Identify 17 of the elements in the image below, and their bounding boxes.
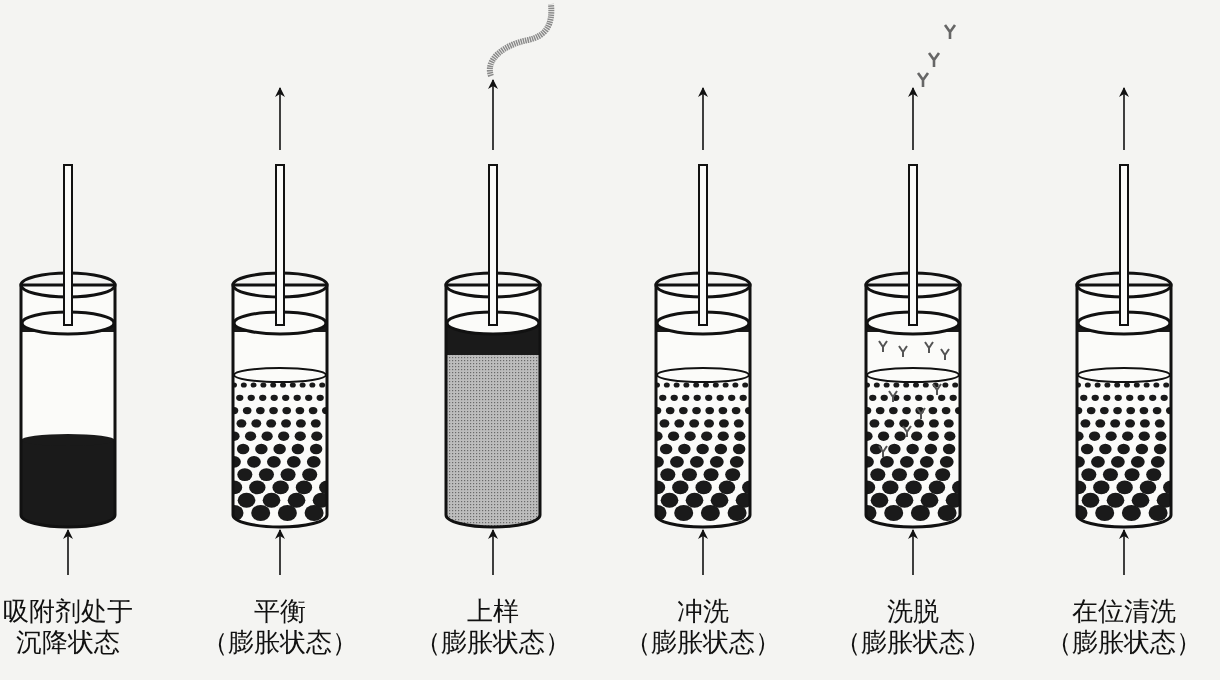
flow-arrow (698, 87, 708, 151)
flow-arrow (1119, 529, 1129, 576)
flow-arrow (63, 529, 73, 576)
step-label: 冲洗（膨胀状态） (624, 596, 782, 659)
flow-arrow (275, 87, 285, 151)
step-label: 在位清洗（膨胀状态） (1045, 596, 1203, 659)
flow-arrow (488, 79, 498, 151)
flow-arrow (1119, 87, 1129, 151)
step-label: 吸附剂处于沉降状态 (2, 596, 134, 659)
step-label: 洗脱（膨胀状态） (834, 596, 992, 659)
flow-arrow (908, 87, 918, 151)
step-label: 平衡（膨胀状态） (201, 596, 359, 659)
flow-arrow (698, 529, 708, 576)
step-label: 上样（膨胀状态） (414, 596, 572, 659)
flow-arrow (275, 529, 285, 576)
flow-arrow (488, 529, 498, 576)
flow-arrow (908, 529, 918, 576)
